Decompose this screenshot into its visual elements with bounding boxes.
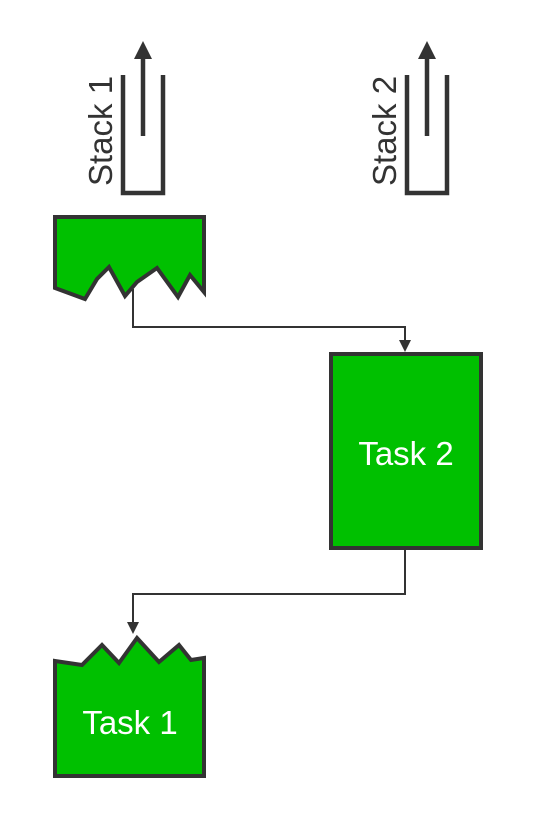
connector-to-task-1	[132, 548, 406, 624]
connector-to-task-2-arrow-icon	[399, 340, 411, 352]
stack-1: Stack 1	[82, 41, 166, 196]
stack-2-label: Stack 2	[366, 76, 403, 186]
task-2-box	[329, 352, 483, 550]
stack-1-container	[120, 75, 166, 196]
stack-2-up-arrow-icon	[418, 41, 436, 59]
stack-2: Stack 2	[366, 41, 450, 196]
stack-2-container	[404, 75, 450, 196]
task-1-torn-top-piece	[53, 215, 206, 302]
stack-1-up-arrow-icon	[134, 41, 152, 59]
task-1-label: Task 1	[82, 704, 177, 741]
connector-to-task-1-arrow-icon	[127, 622, 139, 634]
task-2-label: Task 2	[358, 435, 453, 472]
connector-to-task-2	[132, 289, 406, 342]
stack-1-label: Stack 1	[82, 76, 119, 186]
task-1-box	[53, 634, 206, 778]
